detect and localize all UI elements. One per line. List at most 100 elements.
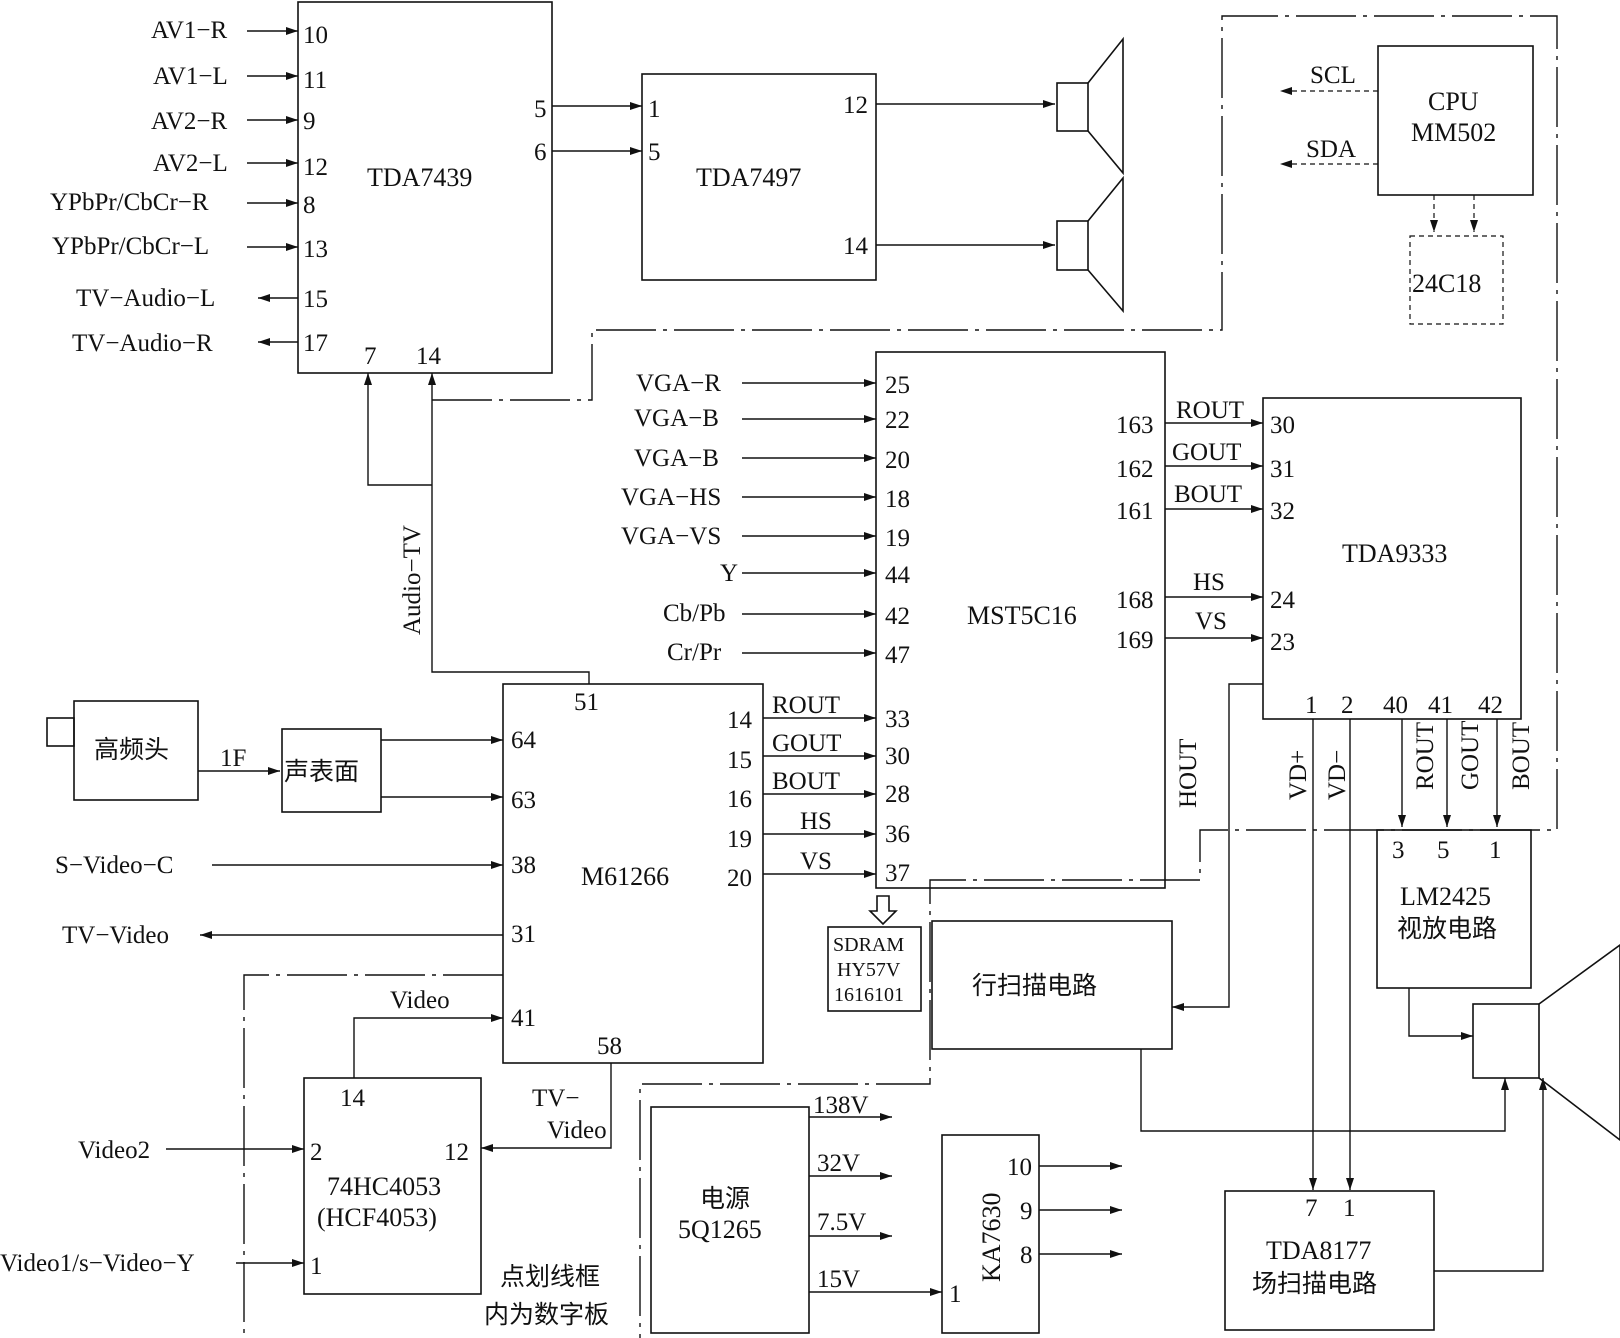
svg-text:GOUT: GOUT	[772, 730, 841, 757]
svg-text:25: 25	[885, 372, 910, 399]
note-line2: 内为数字板	[484, 1300, 609, 1329]
svg-text:GOUT: GOUT	[1457, 721, 1484, 790]
lm2425-label-cn: 视放电路	[1397, 914, 1497, 943]
cpu-box	[1377, 45, 1534, 196]
svg-text:37: 37	[885, 860, 910, 887]
speaker-icon-2	[1056, 175, 1124, 314]
svg-text:14: 14	[416, 343, 442, 370]
svg-text:22: 22	[885, 407, 910, 434]
tda8177-box	[1224, 1190, 1435, 1331]
svg-text:3: 3	[1392, 837, 1405, 864]
mst-vga-inputs: VGA−R 25 VGA−B 22 VGA−B 20 VGA−HS 18 VGA…	[621, 370, 911, 669]
svg-text:Cr/Pr: Cr/Pr	[667, 639, 722, 666]
svg-text:58: 58	[597, 1033, 622, 1060]
svg-text:47: 47	[885, 642, 910, 669]
sdram-bus-arrow	[868, 895, 898, 926]
svg-text:42: 42	[885, 603, 910, 630]
lm2425-label: LM2425	[1400, 882, 1491, 911]
hc4053-box	[303, 1077, 482, 1295]
tda7439-box	[297, 1, 553, 374]
svg-text:31: 31	[1270, 456, 1295, 483]
svg-text:BOUT: BOUT	[772, 768, 840, 795]
cpu-label-2: MM502	[1411, 118, 1496, 147]
if-label: 1F	[220, 745, 246, 772]
svg-text:16: 16	[727, 786, 752, 813]
av1r-label: AV1−R	[151, 17, 227, 44]
hc4053-label: 74HC4053	[327, 1172, 441, 1201]
m61266-label: M61266	[581, 862, 669, 891]
tda9333-box	[1262, 397, 1522, 720]
svg-text:VGA−R: VGA−R	[636, 370, 721, 397]
video2-label: Video2	[78, 1137, 150, 1164]
svg-text:13: 13	[303, 236, 328, 263]
svg-text:ROUT: ROUT	[1412, 722, 1439, 790]
svg-text:5: 5	[1437, 837, 1450, 864]
tda8177-label-cn: 场扫描电路	[1252, 1269, 1377, 1298]
m61266-pins: 51 64 63 38 31 41 58 14 15 16 19 20	[511, 689, 753, 1060]
svg-text:1: 1	[1305, 692, 1318, 719]
svg-text:7.5V: 7.5V	[817, 1209, 866, 1236]
svg-text:51: 51	[574, 689, 599, 716]
mst5c16-label: MST5C16	[967, 601, 1077, 630]
svg-text:1: 1	[648, 96, 661, 123]
svg-text:8: 8	[1020, 1242, 1033, 1269]
sdram-box	[827, 926, 922, 1012]
tuner-connector	[46, 717, 75, 747]
svg-text:41: 41	[511, 1005, 536, 1032]
svg-text:VGA−B: VGA−B	[634, 445, 719, 472]
tv-audio-l-label: TV−Audio−L	[76, 285, 215, 312]
svg-text:32: 32	[1270, 498, 1295, 525]
svg-text:2: 2	[310, 1139, 323, 1166]
svg-text:VGA−B: VGA−B	[634, 405, 719, 432]
video1-label: Video1/s−Video−Y	[0, 1250, 195, 1277]
svg-text:ROUT: ROUT	[1176, 397, 1244, 424]
svg-text:36: 36	[885, 821, 910, 848]
svg-text:1: 1	[1489, 837, 1502, 864]
svg-text:2: 2	[1341, 692, 1354, 719]
ypbpr-r-label: YPbPr/CbCr−R	[50, 189, 209, 216]
svg-text:169: 169	[1116, 627, 1154, 654]
power-box	[650, 1106, 810, 1334]
svg-text:HS: HS	[1193, 569, 1225, 596]
speaker-icon-1	[1056, 36, 1124, 176]
svg-text:VGA−VS: VGA−VS	[621, 523, 721, 550]
svideo-c-label: S−Video−C	[55, 852, 173, 879]
svg-text:163: 163	[1116, 412, 1154, 439]
svg-text:ROUT: ROUT	[772, 692, 840, 719]
svg-text:30: 30	[1270, 412, 1295, 439]
svg-text:1: 1	[310, 1253, 323, 1280]
saw-label: 声表面	[284, 757, 359, 786]
svg-text:19: 19	[885, 525, 910, 552]
tv-video-2a: TV−	[532, 1085, 579, 1112]
ypbpr-l-label: YPbPr/CbCr−L	[52, 233, 209, 260]
svg-text:41: 41	[1428, 692, 1453, 719]
tuner-label: 高频头	[94, 735, 169, 764]
ka7630-box	[941, 1134, 1040, 1334]
svg-text:38: 38	[511, 852, 536, 879]
svg-text:14: 14	[340, 1085, 366, 1112]
mst-outputs: 163 ROUT 162 GOUT 161 BOUT 168 HS 169 VS	[1116, 397, 1263, 654]
av2l-label: AV2−L	[153, 150, 228, 177]
scl-label: SCL	[1310, 62, 1356, 89]
lm2425-box	[1376, 829, 1532, 989]
svg-text:8: 8	[303, 192, 316, 219]
tda9333-label: TDA9333	[1342, 539, 1447, 568]
svg-text:17: 17	[303, 330, 328, 357]
saw-box	[281, 728, 382, 813]
tda7439-inputs: AV1−R 10 AV1−L 11 AV2−R 9 AV2−L 12 YPbPr…	[50, 17, 547, 370]
svg-text:15: 15	[303, 286, 328, 313]
svg-text:5: 5	[648, 139, 661, 166]
svg-text:30: 30	[885, 743, 910, 770]
svg-text:GOUT: GOUT	[1172, 439, 1241, 466]
tda9333-pins: 30 31 32 24 23 1 2 40 41 42	[1270, 412, 1503, 719]
svg-text:HS: HS	[800, 808, 832, 835]
svg-text:20: 20	[727, 865, 752, 892]
svg-text:10: 10	[1007, 1154, 1032, 1181]
svg-text:40: 40	[1383, 692, 1408, 719]
crt-icon	[1472, 944, 1620, 1142]
svg-text:44: 44	[885, 562, 911, 589]
svg-text:28: 28	[885, 781, 910, 808]
svg-text:31: 31	[511, 921, 536, 948]
